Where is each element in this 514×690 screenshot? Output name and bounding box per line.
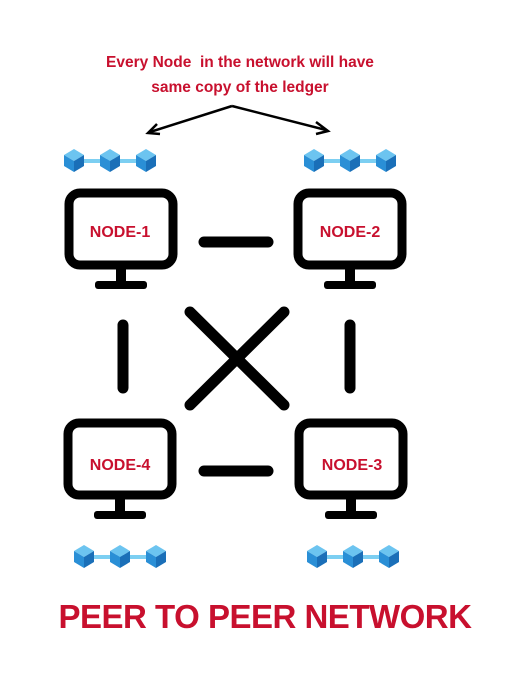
arrow-icon <box>149 104 233 134</box>
ledger-annotation: Every Node in the network will have same… <box>106 54 374 96</box>
node-label: NODE-3 <box>322 457 383 474</box>
monitor-icon <box>69 193 173 289</box>
blockchain-icon <box>64 149 156 172</box>
blockchain-icon <box>74 545 166 568</box>
diagram-title: PEER TO PEER NETWORK <box>58 598 472 635</box>
monitor-icon <box>298 193 402 289</box>
node-2: NODE-2 <box>298 193 402 289</box>
blockchain-icon <box>304 149 396 172</box>
node-4: NODE-4 <box>68 423 172 519</box>
node-label: NODE-2 <box>320 224 381 241</box>
node-1: NODE-1 <box>69 193 173 289</box>
arrow-icon <box>231 104 327 132</box>
arrow-icon <box>315 121 331 136</box>
arrow-icon <box>145 123 161 136</box>
ledger-arrows <box>145 104 331 136</box>
blockchain-icon <box>307 545 399 568</box>
node-3: NODE-3 <box>299 423 403 519</box>
connections <box>117 236 356 477</box>
link-node2-node4 <box>184 306 290 411</box>
node-label: NODE-4 <box>90 457 151 474</box>
node-label: NODE-1 <box>90 224 151 241</box>
